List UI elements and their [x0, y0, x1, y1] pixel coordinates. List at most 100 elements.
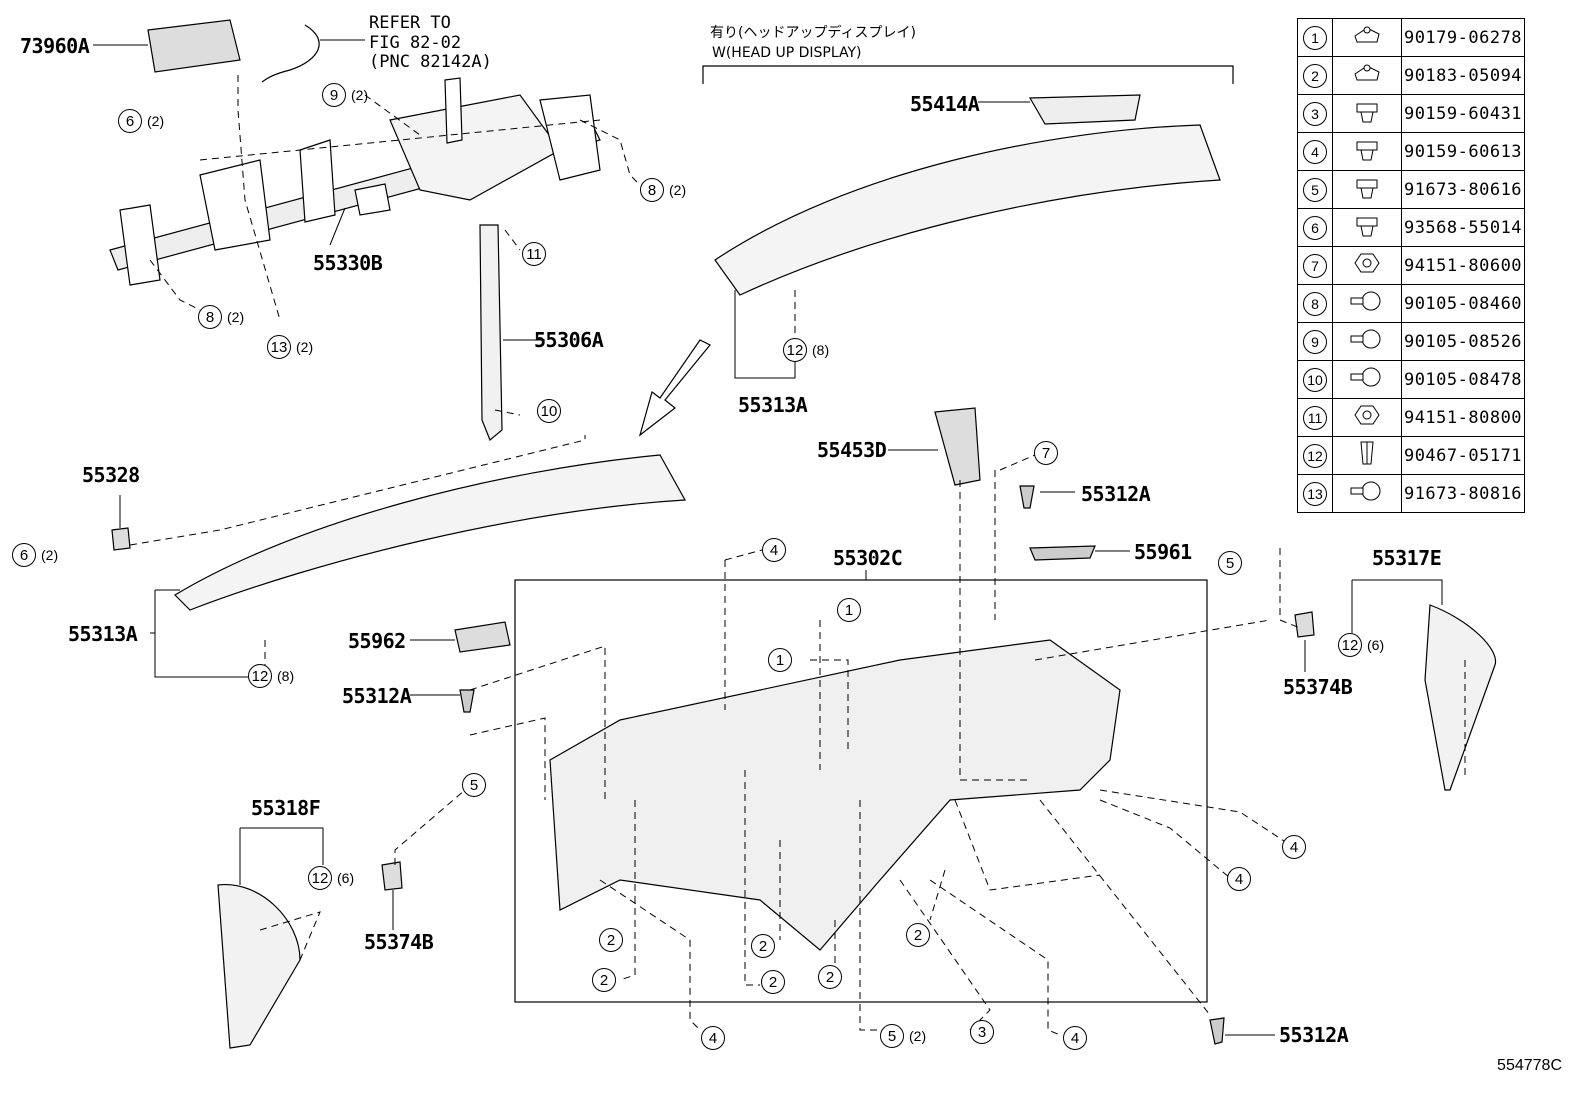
screw-icon [1332, 208, 1402, 247]
switch-55453D [934, 407, 981, 486]
screw-icon [1332, 94, 1402, 133]
legend-number: 8 [1303, 291, 1327, 316]
fastener-55312A-left [459, 689, 475, 713]
legend-part-number: 94151-80800 [1401, 398, 1525, 437]
legend-part-number: 90105-08526 [1401, 322, 1525, 361]
legend-row: 9 90105-08526 [1297, 322, 1525, 361]
callout-qty: (2) [227, 309, 245, 325]
legend-row: 2 90183-05094 [1297, 56, 1525, 95]
callout-9: 9 [322, 83, 346, 107]
callout-11: 11 [522, 242, 546, 266]
legend-number: 2 [1303, 63, 1327, 88]
label-55961: 55961 [1134, 540, 1192, 564]
screw-icon [1332, 170, 1402, 209]
legend-number: 10 [1303, 367, 1327, 392]
callout-qty: (8) [277, 668, 295, 684]
bolt-icon [1332, 360, 1402, 399]
side-cover-left [217, 884, 301, 1049]
label-73960A: 73960A [20, 34, 90, 58]
label-55330B: 55330B [313, 251, 383, 275]
callout-2: 2 [818, 965, 842, 989]
assembly-arrow [638, 339, 711, 437]
callout-qty: (2) [296, 339, 314, 355]
legend-number: 5 [1303, 177, 1327, 202]
bolt-icon [1332, 474, 1402, 513]
legend-row: 13 91673-80816 [1297, 474, 1525, 513]
legend-number: 1 [1303, 25, 1327, 50]
label-55312A-left: 55312A [342, 684, 412, 708]
callout-qty: (2) [909, 1028, 927, 1044]
label-55313A-right: 55313A [738, 393, 808, 417]
nut-icon [1332, 398, 1402, 437]
label-55317E: 55317E [1372, 546, 1442, 570]
panel-group-frame [514, 579, 1208, 1003]
callout-2: 2 [761, 970, 785, 994]
callout-8: 8 [640, 178, 664, 202]
hud-note-jp: 有り(ヘッドアップディスプレイ) [710, 25, 916, 41]
label-55313A-left: 55313A [68, 622, 138, 646]
callout-5: 5 [462, 773, 486, 797]
callout-qty: (6) [1367, 637, 1385, 653]
legend-number: 6 [1303, 215, 1327, 240]
callout-2: 2 [599, 928, 623, 952]
callout-4: 4 [1227, 867, 1251, 891]
callout-4: 4 [1282, 835, 1306, 859]
callout-7: 7 [1034, 441, 1058, 465]
callout-qty: (8) [812, 342, 830, 358]
legend-row: 5 91673-80616 [1297, 170, 1525, 209]
label-55374B-right: 55374B [1283, 675, 1353, 699]
callout-13: 13 [267, 335, 291, 359]
airbag-module [147, 19, 241, 73]
callout-qty: (2) [351, 87, 369, 103]
bracket-55374B-left [381, 861, 403, 891]
label-55453D: 55453D [817, 438, 887, 462]
callout-qty: (2) [147, 113, 165, 129]
legend-number: 13 [1303, 481, 1327, 506]
callout-5: 5 [1218, 551, 1242, 575]
label-55414A: 55414A [910, 92, 980, 116]
speaker-55961 [1029, 545, 1096, 561]
screw-icon [1332, 132, 1402, 171]
clip-nut-icon [1332, 56, 1402, 95]
label-55302C: 55302C [833, 546, 903, 570]
legend-row: 12 90467-05171 [1297, 436, 1525, 475]
legend-number: 12 [1303, 443, 1327, 468]
callout-6: 6 [118, 109, 142, 133]
legend-part-number: 91673-80816 [1401, 474, 1525, 513]
bolt-icon [1332, 322, 1402, 361]
legend-number: 4 [1303, 139, 1327, 164]
callout-1: 1 [837, 598, 861, 622]
label-55312A-bottom: 55312A [1279, 1023, 1349, 1047]
legend-part-number: 90183-05094 [1401, 56, 1525, 95]
diagram-code: 554778C [1497, 1057, 1562, 1074]
legend-number: 9 [1303, 329, 1327, 354]
label-55328: 55328 [82, 463, 140, 487]
label-55312A-top: 55312A [1081, 482, 1151, 506]
instrument-panel [549, 639, 1121, 951]
side-cover-right [1424, 604, 1497, 791]
upper-pad-right [714, 124, 1221, 296]
callout-8: 8 [198, 305, 222, 329]
legend-part-number: 90159-60431 [1401, 94, 1525, 133]
callout-12: 12 [1338, 633, 1362, 657]
callout-12: 12 [308, 866, 332, 890]
upper-pad-left [174, 454, 686, 611]
clip-nut-icon [1332, 18, 1402, 57]
clip-55328 [111, 527, 131, 551]
callout-3: 3 [970, 1020, 994, 1044]
legend-part-number: 91673-80616 [1401, 170, 1525, 209]
legend-number: 7 [1303, 253, 1327, 278]
callout-4: 4 [1063, 1026, 1087, 1050]
wire-harness [261, 24, 320, 83]
hud-panel [1028, 94, 1141, 125]
fastener-55312A-bottom [1209, 1017, 1225, 1045]
legend-part-number: 90467-05171 [1401, 436, 1525, 475]
